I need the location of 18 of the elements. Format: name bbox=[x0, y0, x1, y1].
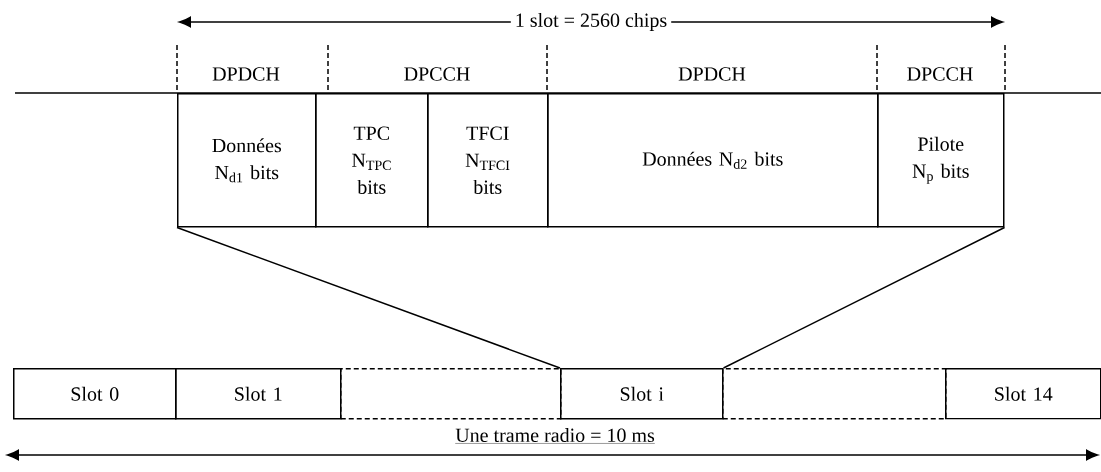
channel-label: DPDCH bbox=[212, 67, 280, 81]
empty-slot-box bbox=[722, 368, 947, 420]
dimension-label: Une trame radio = 10 ms bbox=[455, 427, 655, 444]
field-cell: TPC N$_{TPC}$ bits bbox=[315, 93, 429, 228]
channel-label: DPCCH bbox=[404, 67, 470, 81]
slot-box: Slot 0 bbox=[13, 368, 177, 420]
zoom-line bbox=[176, 226, 561, 369]
field-cell: Pilote N$_{p}$ bits bbox=[877, 93, 1005, 228]
empty-slot-box bbox=[340, 368, 562, 420]
slot-box: Slot 1 bbox=[175, 368, 342, 420]
field-cell: Données N$_{d2}$ bits bbox=[547, 93, 879, 228]
zoom-line bbox=[722, 226, 1006, 369]
channel-label: DPCCH bbox=[907, 67, 973, 81]
dimension-label: 1 slot = 2560 chips bbox=[510, 8, 672, 36]
field-cell: TFCI N$_{TFCI}$ bits bbox=[427, 93, 549, 228]
slot-box: Slot 14 bbox=[945, 368, 1101, 420]
slot-box: Slot i bbox=[560, 368, 724, 420]
field-cell: Données N$_{d1}$ bits bbox=[177, 93, 317, 228]
